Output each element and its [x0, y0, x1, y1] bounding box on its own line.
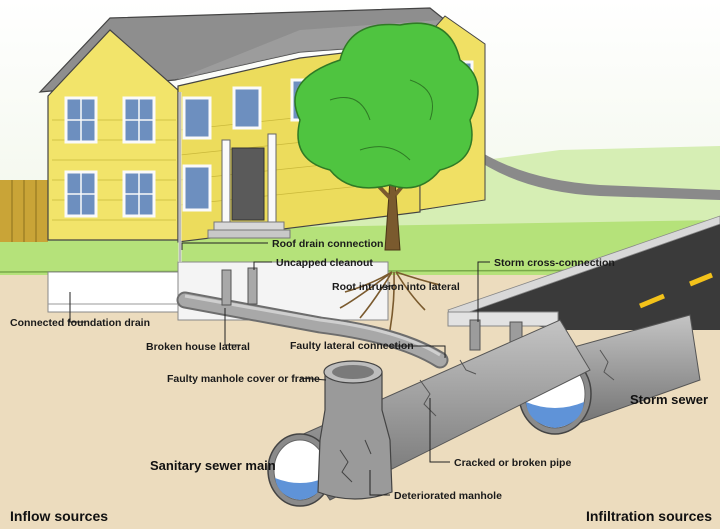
label-cracked-pipe: Cracked or broken pipe — [454, 457, 571, 469]
roots — [339, 271, 441, 331]
storm-cross-pipe — [469, 319, 481, 351]
cleanout-pipe — [221, 269, 232, 306]
curb — [447, 311, 559, 327]
house-lateral — [176, 267, 449, 369]
tree-canopy — [294, 22, 479, 189]
label-uncapped-cleanout: Uncapped cleanout — [276, 257, 373, 269]
label-storm-sewer: Storm sewer — [630, 392, 708, 407]
label-faulty-lateral: Faulty lateral connection — [290, 340, 414, 352]
label-broken-lateral: Broken house lateral — [146, 341, 250, 353]
sewer-water — [275, 478, 325, 500]
tree — [294, 22, 479, 251]
storm-water — [526, 402, 584, 428]
fence — [0, 180, 48, 242]
label-root-intrusion: Root intrusion into lateral — [332, 281, 460, 293]
distant-road — [470, 145, 720, 200]
label-roof-drain: Roof drain connection — [272, 238, 383, 250]
leader-lines — [69, 242, 490, 496]
road — [447, 215, 720, 330]
label-faulty-manhole-cover: Faulty manhole cover or frame — [167, 373, 320, 385]
label-foundation-drain: Connected foundation drain — [10, 317, 150, 329]
label-deteriorated-manhole: Deteriorated manhole — [394, 490, 502, 502]
label-storm-cross: Storm cross-connection — [494, 257, 615, 269]
manhole — [317, 360, 393, 500]
footer-infiltration: Infiltration sources — [586, 508, 712, 524]
footer-inflow: Inflow sources — [10, 508, 108, 524]
front-door — [231, 147, 265, 221]
label-sanitary-main: Sanitary sewer main — [150, 458, 276, 473]
